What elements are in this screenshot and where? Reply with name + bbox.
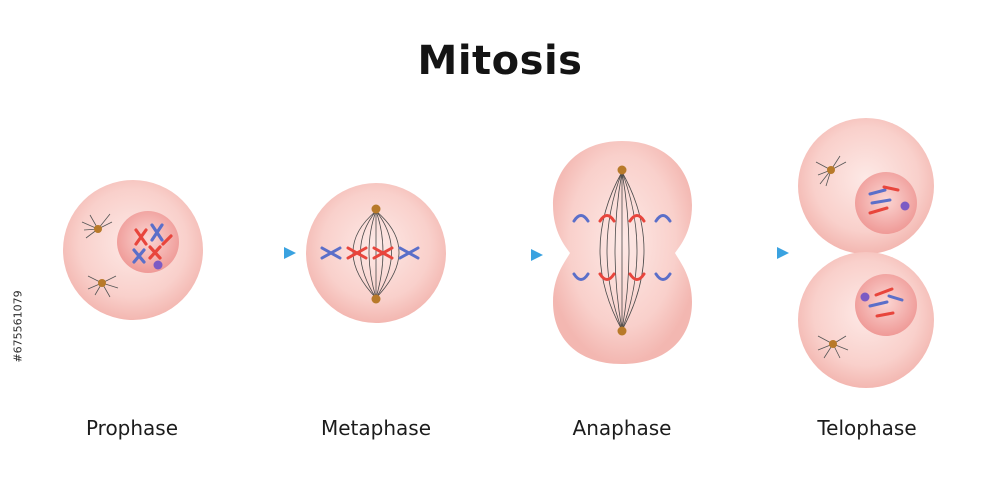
telophase-chromosomes [868,185,904,318]
anaphase-cell [553,141,692,364]
anaphase-centrosome-top [617,165,627,175]
prophase-chromosomes [132,223,173,264]
anaphase-centrosome-bottom [617,326,627,336]
label-telophase: Telophase [817,416,917,440]
telophase-centrosome-bottom [829,340,837,348]
telophase-nucleus-bottom [855,274,917,336]
label-anaphase: Anaphase [572,416,672,440]
arrow-1 [218,247,296,259]
prophase-centrosome-bottom [87,275,119,298]
telophase-nucleus-top [855,172,917,234]
label-prophase: Prophase [85,416,179,440]
metaphase-chromosomes [320,246,420,260]
anaphase-chromatids [572,214,672,281]
diagram-title: Mitosis [417,38,583,84]
label-metaphase: Metaphase [320,416,431,440]
stock-id-text: #675561079 [11,290,25,363]
metaphase-centrosome-bottom [371,294,381,304]
anaphase-spindle [599,171,645,331]
metaphase-centrosome-top [371,204,381,214]
telophase-centrosome-top [827,166,835,174]
prophase-cell [63,180,203,320]
telophase-cells [798,118,934,388]
metaphase-cell [306,183,446,323]
prophase-centrosome-top [81,213,113,239]
arrow-2 [466,249,543,261]
arrow-3 [713,247,789,259]
